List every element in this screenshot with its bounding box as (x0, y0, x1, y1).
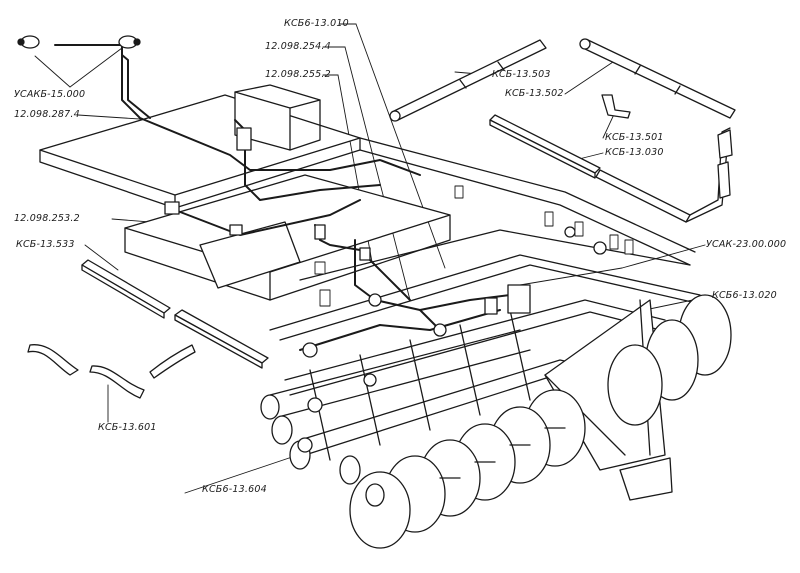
frame-box-a-top (234, 84, 321, 109)
leader-c2-b (344, 46, 411, 301)
leader-c1-b (355, 23, 446, 269)
disc-gang (349, 294, 732, 549)
callout-label: КСБ-13.030 (605, 147, 664, 158)
frame-mid-front (124, 227, 271, 301)
rail-5 (279, 264, 706, 341)
rail-2 (359, 137, 696, 253)
tube-main-b (121, 54, 151, 119)
callout-label: КСБ6-13.604 (202, 484, 267, 495)
fitting-i (307, 397, 323, 413)
loose-parts (27, 38, 736, 399)
strip-ksb-13-501 (489, 114, 601, 179)
fitting-a (164, 201, 180, 215)
tube-7 (299, 309, 501, 351)
roller-line-2 (281, 349, 531, 417)
leader-c4 (34, 55, 71, 88)
callout-label: КСБ-13.501 (605, 132, 664, 143)
callout-label: УСАК-23.00.000 (706, 239, 787, 250)
callout-label: КСБ-13.601 (98, 422, 157, 433)
leader-c12-b (519, 267, 623, 286)
leader-c4-b (69, 47, 123, 88)
fitting-f (368, 293, 382, 307)
sleeve-ksb-13-503 (389, 39, 547, 122)
frame-right-diag (544, 374, 626, 456)
fitting-h (302, 342, 318, 358)
coupler-cap-2 (133, 38, 141, 46)
hose-ksb-13-601 (27, 344, 196, 399)
roller-line-1 (269, 329, 521, 396)
tube-6 (419, 294, 511, 311)
brace-3 (409, 339, 431, 431)
frame-mid-side (269, 214, 451, 301)
frame-hitch-block (199, 221, 301, 289)
callout-label: 12.098.287.4 (14, 109, 80, 120)
fitting-c (314, 224, 326, 240)
disc-9 (349, 471, 411, 549)
callout-label: 12.098.253.2 (14, 213, 80, 224)
leader-c15 (184, 454, 299, 494)
roller-end-5 (365, 483, 385, 507)
tube-3 (174, 199, 361, 236)
brace-4 (459, 324, 481, 416)
bracket-tall (717, 129, 733, 199)
fitting-k (593, 241, 607, 255)
frame-box-a-side (289, 99, 321, 151)
leader-c12 (621, 244, 706, 269)
callout-label: КСБ-13.503 (492, 69, 551, 80)
fitting-g (433, 323, 447, 337)
cylinder-block (507, 284, 531, 314)
disc-3 (607, 344, 663, 426)
tube-main (54, 44, 421, 176)
hydraulic-fittings (17, 35, 607, 453)
fitting-d (359, 247, 371, 261)
fitting-e (484, 297, 498, 315)
brace-1 (309, 369, 331, 461)
strip-ksb-13-030 (595, 127, 731, 223)
fitting-l (564, 226, 576, 238)
rail-clamps (314, 185, 634, 307)
callout-label: КСБ6-13.010 (284, 18, 349, 29)
callout-label: КСБ-13.533 (16, 239, 75, 250)
coupler-cap-1 (17, 38, 25, 46)
callout-label: 12.098.254.4 (265, 41, 331, 52)
callout-label: 12.098.255.2 (265, 69, 331, 80)
fitting-j (363, 373, 377, 387)
fitting-m (297, 437, 313, 453)
valve-block (236, 127, 252, 151)
frame-foot (619, 457, 673, 501)
strip-lower-2 (174, 309, 269, 369)
roller-end-1 (260, 394, 280, 420)
leader-c11 (84, 244, 119, 271)
callout-label: КСБ-13.502 (505, 88, 564, 99)
fitting-b (229, 224, 243, 236)
bracket-small (601, 94, 631, 119)
brace-2 (359, 354, 381, 446)
rail-1 (359, 149, 691, 266)
roller-end-2 (271, 415, 293, 445)
rail-4 (269, 254, 701, 331)
brace-5 (509, 309, 531, 401)
sleeve-ksb-13-502 (579, 38, 736, 119)
strip-ksb-13-533 (81, 259, 171, 319)
callout-label: УСАКБ-15.000 (14, 89, 86, 100)
callout-label: КСБ6-13.020 (712, 290, 777, 301)
leader-c7 (564, 61, 614, 95)
roller-end-4 (339, 455, 361, 485)
